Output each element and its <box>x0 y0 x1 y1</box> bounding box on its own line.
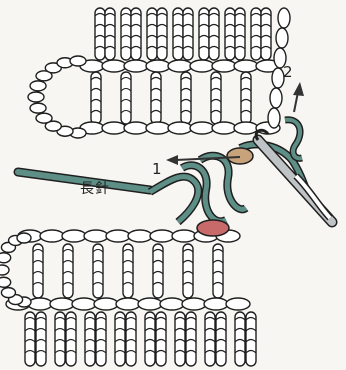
stitch-post <box>151 72 161 124</box>
chain-link <box>190 122 214 134</box>
chain-link <box>212 122 236 134</box>
stitch-post <box>199 8 209 60</box>
chain-link <box>146 60 170 72</box>
chain-link <box>84 230 108 242</box>
chain-link <box>168 122 192 134</box>
chain-link <box>234 60 258 72</box>
chain-link <box>116 298 140 310</box>
chain-link <box>40 230 64 242</box>
stitch-post <box>131 8 141 60</box>
chain-link <box>150 230 174 242</box>
step-2-label: 2 <box>283 63 293 81</box>
chain-link <box>276 28 288 48</box>
chain-link <box>1 288 15 298</box>
chain-link <box>278 8 290 28</box>
chain-link <box>28 298 52 310</box>
stitch-post <box>235 8 245 60</box>
chain-link <box>17 233 31 243</box>
stitch-post <box>105 8 115 60</box>
stitch-post <box>173 8 183 60</box>
chain-link <box>146 122 170 134</box>
chain-link <box>138 298 162 310</box>
chain-link <box>160 298 184 310</box>
stitch-post <box>183 8 193 60</box>
chain-link <box>36 113 52 123</box>
chain-link <box>212 60 236 72</box>
stitch-post <box>211 72 221 124</box>
chain-link <box>226 298 250 310</box>
chain-link <box>106 230 130 242</box>
chain-link <box>0 265 9 275</box>
stitch-post <box>181 72 191 124</box>
chain-link <box>124 122 148 134</box>
chain-link <box>50 298 74 310</box>
stitch-post <box>121 8 131 60</box>
stitch-post <box>95 8 105 60</box>
chain-link <box>124 60 148 72</box>
chain-link <box>234 122 258 134</box>
chain-link <box>102 122 126 134</box>
chain-link <box>168 60 192 72</box>
chain-link <box>190 60 214 72</box>
chain-link <box>204 298 228 310</box>
stitch-post <box>157 8 167 60</box>
highlight-loop <box>227 148 253 164</box>
chain-link <box>62 230 86 242</box>
chain-link <box>72 298 96 310</box>
chain-link <box>28 92 44 102</box>
chain-link <box>70 56 86 66</box>
chain-link <box>94 298 118 310</box>
stitch-post <box>261 8 271 60</box>
stitch-post <box>147 8 157 60</box>
stitch-post <box>241 72 251 124</box>
lower-fabric <box>0 230 256 366</box>
stitch-post <box>225 8 235 60</box>
stitch-post <box>91 72 101 124</box>
chain-link <box>0 277 11 287</box>
chain-link <box>30 103 46 113</box>
chain-link <box>102 60 126 72</box>
stitch-post <box>121 72 131 124</box>
stitch-post <box>209 8 219 60</box>
chain-link <box>0 253 11 263</box>
stitch-post <box>251 8 261 60</box>
chain-link <box>270 88 282 108</box>
chain-link <box>182 298 206 310</box>
chain-link <box>128 230 152 242</box>
chain-link <box>30 81 46 91</box>
stitch-name-label: 長針 <box>80 178 110 198</box>
step-1-label: 1 <box>152 160 162 178</box>
arrow-up-icon <box>293 82 304 112</box>
chain-link <box>172 230 196 242</box>
chain-link <box>268 108 280 128</box>
upper-fabric <box>28 8 290 138</box>
marker-stitch <box>197 220 229 236</box>
